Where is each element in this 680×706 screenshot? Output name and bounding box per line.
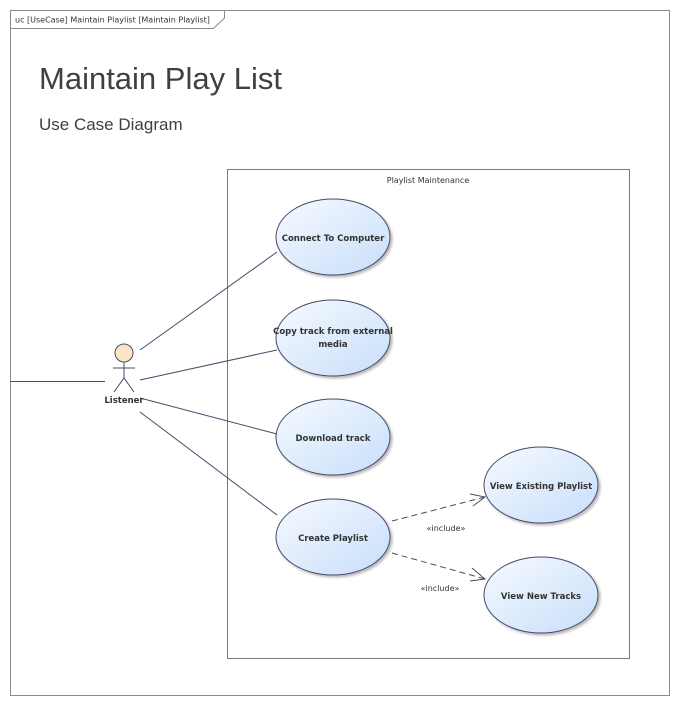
- usecase-label: View Existing Playlist: [490, 482, 592, 492]
- usecase-connect-to-computer[interactable]: Connect To Computer: [275, 198, 391, 276]
- include-arrowhead-existing: [469, 493, 487, 507]
- usecase-shape: [275, 198, 391, 276]
- usecase-shape: [275, 498, 391, 576]
- usecase-shape: [483, 446, 599, 524]
- usecase-label-line1: Copy track from external: [273, 327, 393, 337]
- actor-right-leg: [123, 377, 135, 393]
- frame-tab-label: uc [UseCase] Maintain Playlist [Maintain…: [15, 16, 210, 25]
- include-label-new: «include»: [421, 584, 460, 593]
- include-arrow-new: [391, 552, 486, 580]
- usecase-view-new-tracks[interactable]: View New Tracks: [483, 556, 599, 634]
- usecase-shape: [483, 556, 599, 634]
- usecase-label: View New Tracks: [501, 592, 581, 602]
- usecase-shape: [275, 299, 391, 377]
- association-download: [139, 397, 278, 435]
- include-label-existing: «include»: [427, 524, 466, 533]
- diagram-title: Maintain Play List: [39, 61, 282, 96]
- usecase-label: Connect To Computer: [282, 234, 385, 244]
- diagram-subtitle: Use Case Diagram: [39, 115, 183, 134]
- usecase-shape: [275, 398, 391, 476]
- associations: [139, 251, 278, 516]
- usecase-view-existing-playlist[interactable]: View Existing Playlist: [483, 446, 599, 524]
- usecase-label: Download track: [295, 434, 370, 444]
- system-boundary-label: Playlist Maintenance: [387, 176, 470, 185]
- usecase-label-line2: media: [318, 340, 348, 350]
- usecase-label: Create Playlist: [298, 534, 368, 544]
- include-relations: [391, 493, 487, 582]
- actor-listener[interactable]: [113, 343, 135, 393]
- association-copy: [139, 349, 278, 381]
- include-arrowhead-new: [469, 567, 487, 582]
- usecase-copy-track[interactable]: Copy track from external media: [273, 299, 393, 377]
- actor-head: [114, 343, 134, 363]
- actor-left-leg: [113, 377, 125, 393]
- include-arrow-existing: [391, 496, 486, 522]
- association-connect: [139, 251, 278, 351]
- usecase-create-playlist[interactable]: Create Playlist: [275, 498, 391, 576]
- actor-label: Listener: [104, 396, 144, 406]
- association-create: [139, 411, 278, 516]
- frame-tab: [10, 10, 225, 29]
- usecase-download-track[interactable]: Download track: [275, 398, 391, 476]
